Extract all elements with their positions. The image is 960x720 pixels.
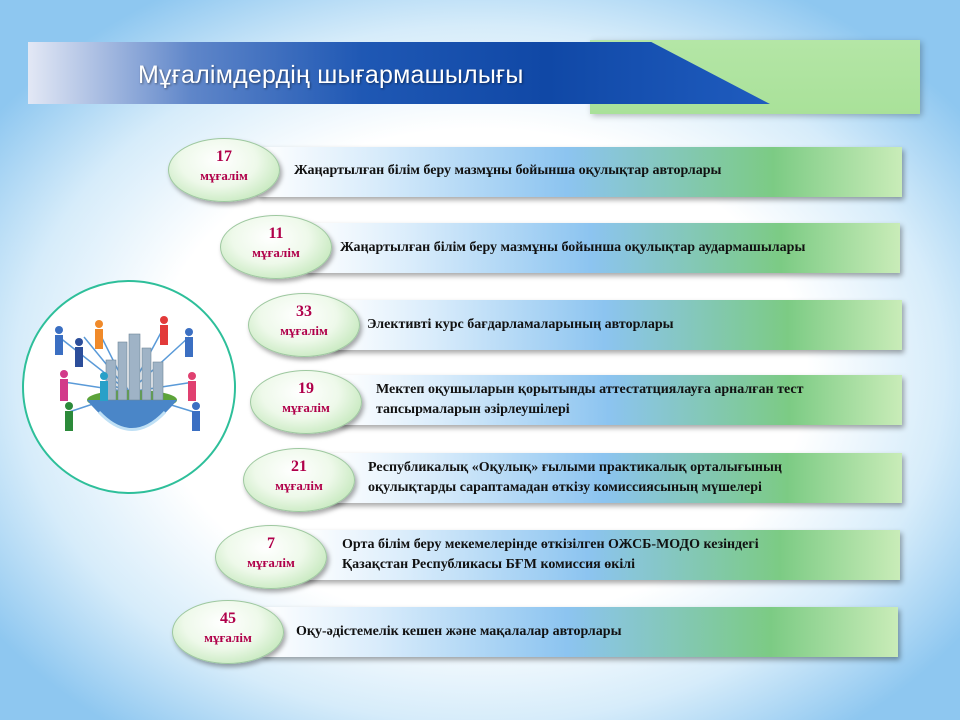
row-text-line: Мектеп оқушыларын қорытынды аттестатциял… bbox=[376, 382, 804, 397]
row-text-1: Жаңартылған білім беру мазмұны бойынша о… bbox=[294, 161, 721, 181]
row-count-oval-5: 21 мұғалім bbox=[243, 448, 355, 512]
row-bar-7 bbox=[262, 607, 898, 657]
row-count-unit: мұғалім bbox=[247, 555, 295, 570]
row-text-4: Мектеп оқушыларын қорытынды аттестатциял… bbox=[376, 380, 803, 420]
row-count-unit: мұғалім bbox=[280, 323, 328, 338]
row-bar-3 bbox=[330, 300, 902, 350]
row-text-7: Оқу-әдістемелік кешен және мақалалар авт… bbox=[296, 622, 622, 642]
network-illustration-frame bbox=[22, 280, 236, 494]
row-count-number: 19 bbox=[298, 380, 314, 397]
row-count-oval-2: 11 мұғалім bbox=[220, 215, 332, 279]
row-count-number: 17 bbox=[216, 148, 232, 165]
row-bar-6 bbox=[300, 530, 900, 580]
row-count-number: 7 bbox=[267, 535, 275, 552]
row-text-line: Қазақстан Республикасы БҒМ комиссия өкіл… bbox=[342, 557, 635, 572]
row-count-oval-4: 19 мұғалім bbox=[250, 370, 362, 434]
row-count-number: 33 bbox=[296, 303, 312, 320]
row-count-unit: мұғалім bbox=[282, 400, 330, 415]
row-text-line: Оқу-әдістемелік кешен және мақалалар авт… bbox=[296, 624, 622, 639]
row-count-oval-3: 33 мұғалім bbox=[248, 293, 360, 357]
row-bar-4 bbox=[338, 375, 902, 425]
row-count-unit: мұғалім bbox=[200, 168, 248, 183]
people-network-globe-icon bbox=[55, 316, 200, 431]
row-bar-5 bbox=[328, 453, 902, 503]
row-count-number: 11 bbox=[268, 225, 284, 242]
row-count-unit: мұғалім bbox=[275, 478, 323, 493]
row-count-number: 21 bbox=[291, 458, 307, 475]
row-bar-2 bbox=[305, 223, 900, 273]
row-text-3: Элективті курс бағдарламаларының авторла… bbox=[367, 315, 674, 335]
row-count-oval-6: 7 мұғалім bbox=[215, 525, 327, 589]
row-text-line: оқулықтарды сараптамадан өткізу комиссия… bbox=[368, 480, 762, 495]
row-text-line: Республикалық «Оқулық» ғылыми практикалы… bbox=[368, 460, 782, 475]
row-text-line: Жаңартылған білім беру мазмұны бойынша о… bbox=[340, 240, 806, 255]
row-text-5: Республикалық «Оқулық» ғылыми практикалы… bbox=[368, 458, 782, 498]
row-bar-1 bbox=[258, 147, 902, 197]
page-title: Мұғалімдердің шығармашылығы bbox=[138, 61, 524, 89]
row-text-line: Элективті курс бағдарламаларының авторла… bbox=[367, 317, 674, 332]
row-count-unit: мұғалім bbox=[252, 245, 300, 260]
row-text-line: Жаңартылған білім беру мазмұны бойынша о… bbox=[294, 163, 722, 178]
row-text-2: Жаңартылған білім беру мазмұны бойынша о… bbox=[340, 238, 805, 258]
row-count-unit: мұғалім bbox=[204, 630, 252, 645]
row-text-line: Орта білім беру мекемелерінде өткізілген… bbox=[342, 537, 759, 552]
row-count-oval-1: 17 мұғалім bbox=[168, 138, 280, 202]
title-banner bbox=[28, 42, 770, 104]
row-text-6: Орта білім беру мекемелерінде өткізілген… bbox=[342, 535, 759, 575]
row-text-line: тапсырмаларын әзірлеушілері bbox=[376, 402, 570, 417]
row-count-oval-7: 45 мұғалім bbox=[172, 600, 284, 664]
row-count-number: 45 bbox=[220, 610, 236, 627]
